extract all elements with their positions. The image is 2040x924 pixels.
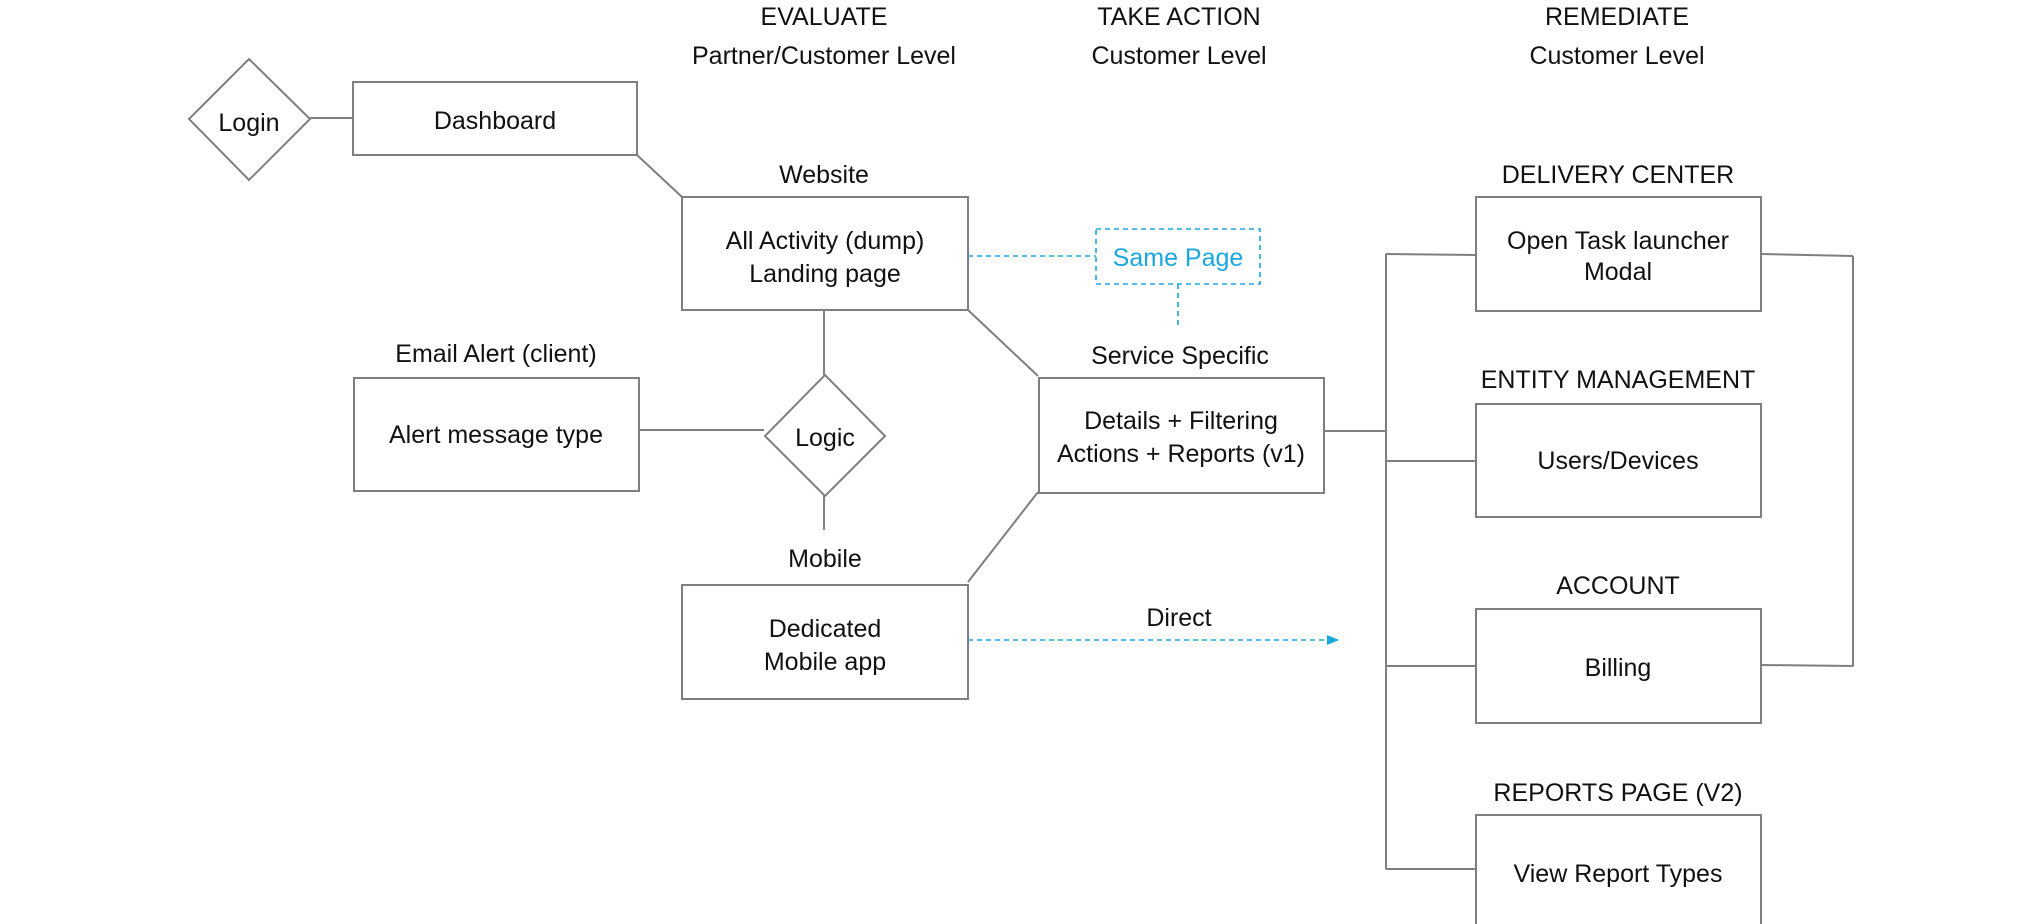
dashboard-label: Dashboard	[434, 107, 556, 135]
login-label: Login	[218, 109, 279, 137]
service-specific-node: Service Specific Details + Filtering Act…	[1038, 342, 1325, 494]
mobile-line2: Mobile app	[764, 648, 886, 676]
account-heading: ACCOUNT	[1556, 572, 1680, 600]
column-subtitle-remediate: Customer Level	[1529, 42, 1704, 70]
column-subtitle-evaluate: Partner/Customer Level	[692, 42, 956, 70]
email-alert-label: Alert message type	[389, 421, 603, 449]
mobile-heading: Mobile	[788, 545, 862, 573]
same-page-node: Same Page	[1095, 228, 1261, 285]
connector-dashboard-website	[636, 154, 683, 198]
account-node: ACCOUNT Billing	[1475, 572, 1762, 724]
reports-page-node: REPORTS PAGE (V2) View Report Types	[1475, 779, 1762, 924]
delivery-center-heading: DELIVERY CENTER	[1502, 161, 1734, 189]
reports-page-box	[1475, 814, 1762, 924]
mobile-line1: Dedicated	[769, 615, 882, 643]
right-bracket-bottom	[1760, 664, 1854, 667]
website-box	[681, 196, 969, 311]
same-page-box	[1095, 228, 1261, 285]
entity-management-node: ENTITY MANAGEMENT Users/Devices	[1475, 366, 1762, 518]
entity-management-box	[1475, 403, 1762, 518]
direct-label: Direct	[1146, 604, 1211, 632]
bracket-to-delivery-center	[1385, 253, 1477, 256]
service-specific-line1: Details + Filtering	[1084, 407, 1278, 435]
logic-diamond-shape	[763, 373, 887, 498]
email-alert-box	[353, 377, 640, 492]
website-line2: Landing page	[749, 260, 901, 288]
delivery-center-line1: Open Task launcher	[1507, 227, 1729, 255]
login-diamond-shape	[187, 57, 312, 182]
column-title-evaluate: EVALUATE	[761, 3, 888, 31]
column-header-evaluate: EVALUATE Partner/Customer Level	[692, 3, 956, 70]
connector-website-service	[967, 309, 1039, 377]
delivery-center-box	[1475, 196, 1762, 312]
mobile-box	[681, 584, 969, 700]
logic-node: Logic	[763, 373, 887, 498]
website-node: Website All Activity (dump) Landing page	[681, 161, 969, 311]
login-node: Login	[187, 57, 312, 182]
delivery-center-node: DELIVERY CENTER Open Task launcher Modal	[1475, 161, 1762, 312]
column-subtitle-take-action: Customer Level	[1091, 42, 1266, 70]
reports-page-heading: REPORTS PAGE (V2)	[1493, 779, 1742, 807]
reports-page-label: View Report Types	[1514, 860, 1723, 888]
website-heading: Website	[779, 161, 869, 189]
service-specific-heading: Service Specific	[1091, 342, 1269, 370]
entity-management-label: Users/Devices	[1537, 447, 1698, 475]
service-specific-line2: Actions + Reports (v1)	[1057, 440, 1305, 468]
mobile-node: Mobile Dedicated Mobile app	[681, 545, 969, 700]
service-specific-box	[1038, 377, 1325, 494]
account-label: Billing	[1585, 654, 1652, 682]
column-header-remediate: REMEDIATE Customer Level	[1529, 3, 1704, 70]
column-header-take-action: TAKE ACTION Customer Level	[1091, 3, 1266, 70]
website-line1: All Activity (dump)	[726, 227, 925, 255]
same-page-label: Same Page	[1113, 244, 1244, 272]
email-alert-node: Email Alert (client) Alert message type	[353, 340, 640, 492]
right-bracket-top	[1760, 253, 1854, 257]
logic-label: Logic	[795, 424, 855, 452]
account-box	[1475, 608, 1762, 724]
dashboard-box	[352, 81, 638, 156]
delivery-center-line2: Modal	[1584, 258, 1652, 286]
column-title-remediate: REMEDIATE	[1545, 3, 1689, 31]
entity-management-heading: ENTITY MANAGEMENT	[1481, 366, 1756, 394]
dashboard-node: Dashboard	[352, 81, 638, 156]
connector-mobile-service	[967, 491, 1039, 583]
email-alert-heading: Email Alert (client)	[395, 340, 596, 368]
column-title-take-action: TAKE ACTION	[1097, 3, 1260, 31]
connectors	[310, 117, 1854, 870]
